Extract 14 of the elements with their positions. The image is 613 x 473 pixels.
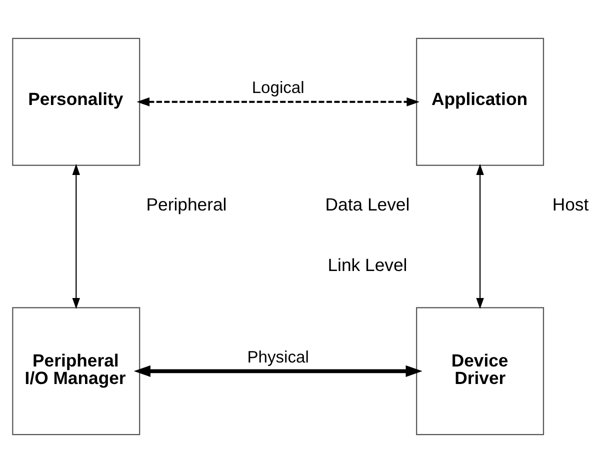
edge-label: Logical (252, 78, 304, 98)
label: Host (552, 194, 589, 214)
label: Data Level (325, 194, 410, 214)
arrow (72, 164, 80, 310)
arrow (134, 365, 422, 377)
edge-label: Physical (247, 347, 309, 366)
node-box: Personality (12, 38, 140, 166)
node-box: Device Driver (416, 307, 544, 436)
label: Peripheral (146, 194, 227, 214)
label: Link Level (328, 255, 408, 276)
arrow (136, 97, 420, 106)
node-box: Application (416, 38, 544, 166)
arrow (476, 164, 484, 310)
node-box: Peripheral I/O Manager (12, 307, 140, 436)
